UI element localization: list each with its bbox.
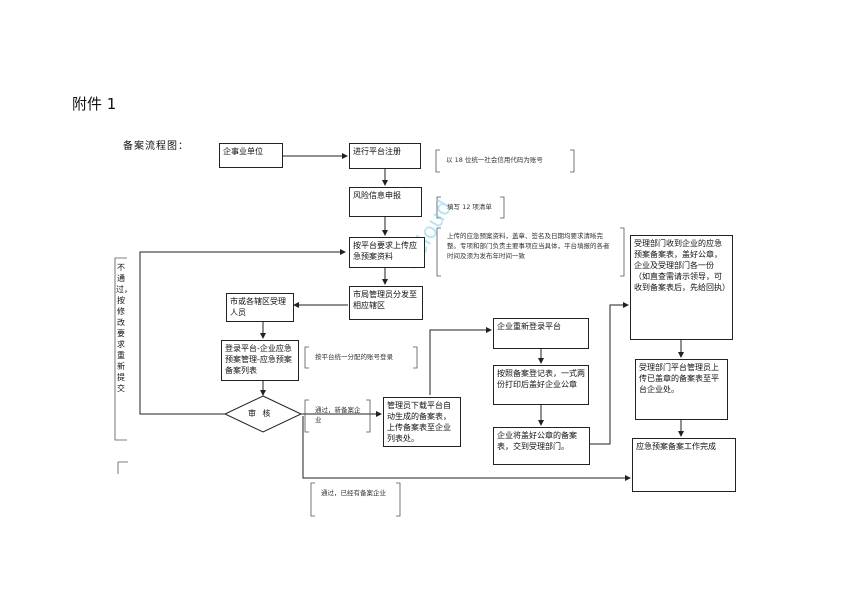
box-enterprise: 企事业单位 xyxy=(219,143,283,168)
box-submit-form: 企业将盖好公章的备案表，交到受理部门。 xyxy=(493,427,590,465)
note-bracket xyxy=(435,149,440,173)
arrow-b9-b10 xyxy=(429,327,492,395)
note-upload-requirements: 上传的应急预案资料，盖章、签名及日期均要求清晰完整。专项和部门负责主要事项应当具… xyxy=(447,232,610,260)
box-complete: 应急预案备案工作完成 xyxy=(632,438,736,492)
box-risk-report: 风险信息申报 xyxy=(349,187,422,217)
arrow-audit-b15 xyxy=(302,416,631,481)
box-receiver: 市或各辖区受理人员 xyxy=(226,293,294,322)
note-login-account: 按平台统一分配的账号登录 xyxy=(315,353,393,361)
note-bracket xyxy=(620,227,625,277)
box-admin-download: 管理员下载平台自动生成的备案表，上传备案表至企业列表处。 xyxy=(383,397,461,447)
box-print-seal: 按照备案登记表，一式两份打印后盖好企业公章 xyxy=(493,365,589,405)
box-register: 进行平台注册 xyxy=(349,143,421,169)
box-upload-plan: 按平台要求上传应急预案资料 xyxy=(349,237,425,268)
reject-note: 不通过，按修改要求重新提交 xyxy=(116,263,132,393)
note-pass-new: 通过，新备案企业 xyxy=(315,406,361,424)
audit-label: 审 核 xyxy=(248,409,273,418)
flowchart-title: 备案流程图： xyxy=(123,141,189,152)
arrow-b12-b13 xyxy=(590,302,629,445)
note-bracket xyxy=(310,482,315,517)
box-relogin: 企业重新登录平台 xyxy=(493,318,589,349)
note-pass-existing: 通过，已经有备案企业 xyxy=(321,489,386,497)
box-distribute: 市局管理员分发至相应辖区 xyxy=(349,286,423,320)
note-bracket xyxy=(366,399,371,433)
box-upload-sealed: 受理部门平台管理员上传已盖章的备案表至平台企业处。 xyxy=(635,359,728,420)
note-account: 以 18 位统一社会信用代码为账号 xyxy=(446,156,543,164)
audit-diamond xyxy=(223,395,303,433)
note-bracket xyxy=(413,346,418,369)
note-bracket xyxy=(396,482,401,517)
corner-mark xyxy=(117,461,128,474)
note-bracket xyxy=(500,196,505,219)
page-heading: 附件 1 xyxy=(72,95,117,113)
note-bracket xyxy=(570,149,575,173)
arrow-reject-loop xyxy=(139,249,346,415)
side-bracket xyxy=(114,257,127,441)
note-bracket xyxy=(304,399,309,433)
box-department-receive: 受理部门收到企业的应急预案备案表，盖好公章，企业及受理部门各一份（如直查需请示领… xyxy=(630,235,733,340)
note-bracket xyxy=(436,196,441,219)
note-bracket xyxy=(436,227,441,277)
note-12-items: 填写 12 项清单 xyxy=(447,203,492,211)
box-login-list: 登录平台-企业应急预案管理-应急预案备案列表 xyxy=(221,340,299,381)
note-bracket xyxy=(304,346,309,369)
